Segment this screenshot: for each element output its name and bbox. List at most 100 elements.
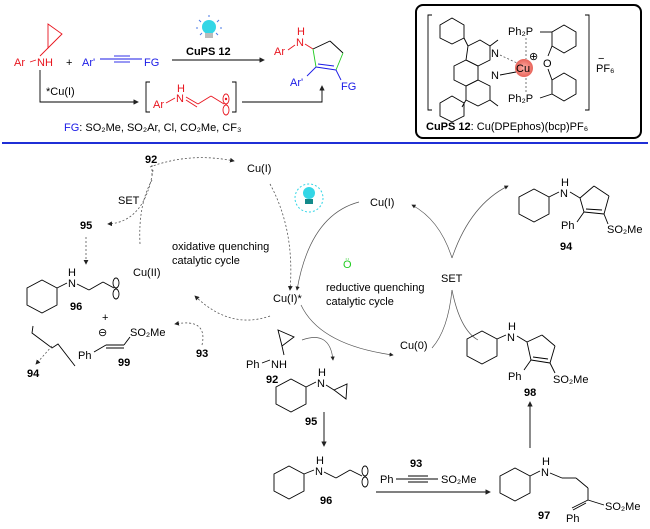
svg-text:N: N bbox=[315, 466, 323, 478]
compound-99: ⊖ SO₂Me Ph 99 bbox=[78, 327, 165, 369]
svg-text:92: 92 bbox=[145, 154, 157, 166]
reductive-quenching-cycle: Cu(I) Ö SET reductive quenching catalyti… bbox=[273, 183, 509, 361]
svg-text:H: H bbox=[561, 177, 569, 189]
svg-text:H: H bbox=[542, 456, 550, 468]
compound-93: 93 Ph SO₂Me bbox=[380, 458, 476, 486]
alkyne-ar: Ar' bbox=[82, 57, 95, 69]
svg-text:92: 92 bbox=[266, 374, 278, 386]
light-bulb-center-icon bbox=[294, 183, 324, 213]
svg-text:SO₂Me: SO₂Me bbox=[130, 327, 165, 339]
svg-text:94: 94 bbox=[560, 241, 573, 253]
alkyne-fg: FG bbox=[144, 57, 159, 69]
excited-cu-label: *Cu(I) bbox=[46, 86, 75, 98]
svg-text:NH: NH bbox=[271, 359, 287, 371]
svg-text:93: 93 bbox=[410, 458, 422, 470]
svg-text:catalytic cycle: catalytic cycle bbox=[326, 296, 394, 308]
svg-text:Ph: Ph bbox=[508, 371, 521, 383]
svg-text:Ar': Ar' bbox=[290, 77, 303, 89]
svg-text:⊕: ⊕ bbox=[529, 51, 538, 63]
svg-text:reductive quenching: reductive quenching bbox=[326, 282, 424, 294]
svg-text:Ph: Ph bbox=[566, 513, 579, 525]
svg-text:Ar: Ar bbox=[153, 99, 164, 111]
svg-text:93: 93 bbox=[196, 348, 208, 360]
cyclization-arrow bbox=[242, 85, 325, 103]
svg-text:N: N bbox=[541, 467, 549, 479]
dpephos-ligand: O bbox=[539, 24, 577, 102]
cyclopropyl-ring bbox=[47, 23, 63, 50]
dimer-bracket bbox=[31, 325, 76, 367]
svg-text:95: 95 bbox=[305, 416, 317, 428]
svg-text:catalytic cycle: catalytic cycle bbox=[172, 255, 240, 267]
svg-text:−: − bbox=[598, 53, 604, 65]
svg-text:N: N bbox=[491, 70, 499, 82]
light-bulb-icon bbox=[196, 15, 222, 38]
copper-center bbox=[515, 59, 533, 77]
svg-text:Ph: Ph bbox=[380, 474, 393, 486]
bcp-ligand bbox=[439, 17, 499, 123]
svg-text:FG: FG bbox=[341, 81, 356, 93]
top-scheme: Ar NH + Ar' FG CuPS 12 H N Ar bbox=[14, 15, 356, 134]
svg-text:SET: SET bbox=[118, 195, 140, 207]
excited-cu-arrow bbox=[39, 70, 139, 105]
svg-text:Cu: Cu bbox=[516, 63, 530, 75]
svg-text:Ar: Ar bbox=[274, 46, 285, 58]
svg-text:oxidative quenching: oxidative quenching bbox=[172, 241, 269, 253]
svg-text:Ph: Ph bbox=[78, 350, 91, 362]
compound-95: H N 95 bbox=[275, 367, 348, 428]
svg-text:94: 94 bbox=[27, 368, 40, 380]
svg-text:97: 97 bbox=[538, 510, 550, 522]
svg-text:Ph: Ph bbox=[246, 359, 259, 371]
svg-text:Ö: Ö bbox=[343, 259, 352, 271]
compound-96-left: H N 96 bbox=[26, 267, 120, 314]
svg-text:Ph₂P: Ph₂P bbox=[508, 93, 533, 105]
product-cyclopentene: H N Ar Ar' FG bbox=[274, 26, 356, 93]
plus-sign: + bbox=[66, 57, 72, 69]
catalyst-structure-box: N N Cu ⊕ Ph₂P Ph₂P O PF₆ − CuPS 12: Cu(D… bbox=[415, 4, 642, 139]
svg-text:N: N bbox=[317, 378, 325, 390]
svg-text:N: N bbox=[491, 48, 499, 60]
svg-text:95: 95 bbox=[80, 220, 92, 232]
compound-97: H N SO₂Me Ph 97 bbox=[499, 456, 640, 525]
svg-text:N: N bbox=[507, 332, 515, 344]
compound-98: H N Ph SO₂Me 98 bbox=[466, 321, 588, 399]
svg-text:N: N bbox=[296, 37, 304, 49]
oxidative-quenching-cycle: 92 SET 95 Cu(I) oxidative quenching cata… bbox=[26, 154, 293, 380]
svg-text:N: N bbox=[68, 278, 76, 290]
alkyne-triple-bond bbox=[100, 55, 142, 63]
svg-text:N: N bbox=[176, 93, 184, 105]
svg-text:SO₂Me: SO₂Me bbox=[605, 501, 640, 513]
cu-0: Cu(0) bbox=[400, 340, 428, 352]
reactant-ar: Ar bbox=[14, 57, 25, 69]
catalyst-label: CuPS 12 bbox=[186, 46, 231, 58]
set-reductive: SET bbox=[441, 273, 463, 285]
svg-text:H: H bbox=[316, 455, 324, 467]
svg-text:H: H bbox=[508, 321, 516, 333]
compound-96: H N 96 bbox=[273, 455, 369, 507]
compound-94: H N Ph SO₂Me 94 bbox=[518, 177, 642, 253]
svg-text:+: + bbox=[102, 312, 108, 324]
cu-ii: Cu(II) bbox=[133, 267, 161, 279]
svg-text:N: N bbox=[560, 188, 568, 200]
svg-text:H: H bbox=[318, 367, 326, 379]
svg-text:99: 99 bbox=[118, 357, 130, 369]
svg-text:O: O bbox=[543, 58, 552, 70]
svg-text:H: H bbox=[177, 83, 185, 95]
cu-i-excited: Cu(I)* bbox=[273, 293, 302, 305]
svg-text:SO₂Me: SO₂Me bbox=[553, 374, 588, 386]
compound-92: Ph NH 92 bbox=[246, 329, 295, 386]
fg-list: FG: SO₂Me, SO₂Ar, Cl, CO₂Me, CF₃ bbox=[64, 122, 241, 134]
reactant-nh: NH bbox=[37, 57, 53, 69]
svg-text:⊖: ⊖ bbox=[98, 327, 107, 339]
svg-text:SO₂Me: SO₂Me bbox=[607, 224, 642, 236]
intermediate-bracket: H N Ar bbox=[145, 81, 237, 116]
cu-i-reductive: Cu(I) bbox=[370, 197, 394, 209]
svg-text:Ph: Ph bbox=[561, 220, 574, 232]
svg-text:96: 96 bbox=[70, 301, 82, 313]
svg-text:H: H bbox=[297, 26, 305, 38]
counterion: PF₆ bbox=[596, 63, 615, 75]
cu-i-oxidative: Cu(I) bbox=[247, 163, 271, 175]
svg-text:98: 98 bbox=[524, 387, 536, 399]
svg-text:SO₂Me: SO₂Me bbox=[441, 474, 476, 486]
svg-text:Ph₂P: Ph₂P bbox=[508, 26, 533, 38]
